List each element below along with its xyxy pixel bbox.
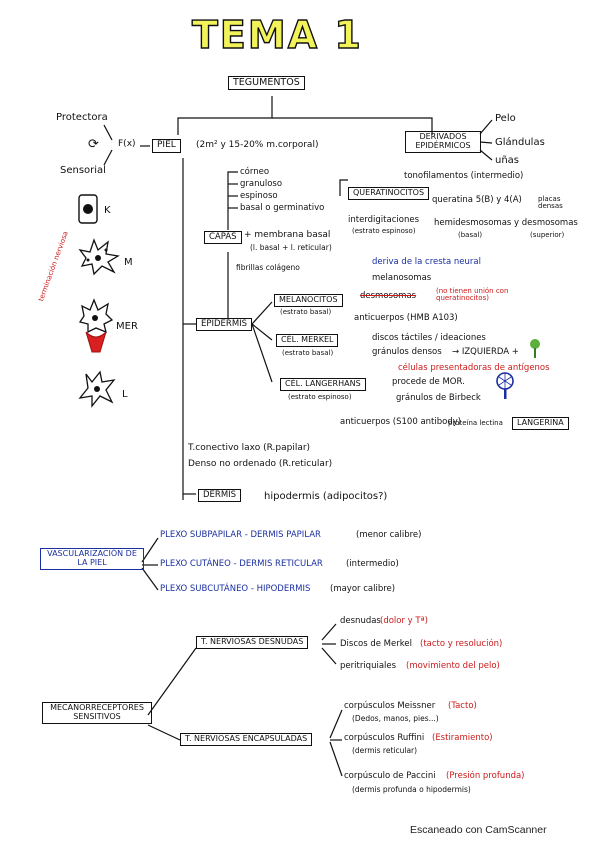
plexo-subpapilar: PLEXO SUBPAPILAR - DERMIS PAPILAR	[160, 530, 321, 540]
tree-icon	[530, 339, 540, 358]
langerhans-cell-icon	[78, 370, 116, 408]
derivado-glandulas: Glándulas	[495, 137, 545, 148]
derivado-pelo: Pelo	[495, 113, 516, 124]
encapsuladas-item-1: corpúsculos Meissner	[344, 701, 436, 711]
melanocitos-anticuerpos: anticuerpos (HMB A103)	[354, 313, 458, 323]
racket-icon	[496, 372, 514, 399]
tc-laxo: T.conectivo laxo (R.papilar)	[188, 443, 311, 453]
capa-granuloso: granuloso	[240, 179, 283, 189]
cell-label-mer: MER	[116, 321, 138, 332]
epidermis-box: EPIDERMIS	[196, 318, 253, 332]
svg-text:TEMA 14: TEMA 14	[192, 13, 360, 54]
piel-note: (2m² y 15-20% m.corporal)	[196, 140, 319, 150]
melanocyte-icon	[78, 238, 120, 276]
hipodermis: hipodermis (adipocitos?)	[264, 491, 388, 502]
dermis-box: DERMIS	[198, 489, 242, 503]
vascularizacion-box: VASCULARIZACIÓN DE LA PIEL	[40, 548, 144, 570]
desnudas-item-2: Discos de Merkel	[340, 639, 412, 649]
desnudas-item-3: peritriquiales	[340, 661, 397, 671]
merkel-sub: (estrato basal)	[282, 349, 334, 357]
encapsuladas-note-3: (Presión profunda)	[446, 771, 525, 781]
encapsuladas-sub-2: (dermis reticular)	[352, 746, 418, 755]
fibrillas-colageno: fibrillas colágeno	[236, 263, 300, 272]
granulos-densos: gránulos densos	[372, 347, 442, 357]
melanocitos-sub: (estrato basal)	[280, 308, 332, 316]
desnudas-note-2: (tacto y resolución)	[420, 639, 503, 649]
cell-label-l: L	[122, 389, 128, 400]
estrato-espinoso-note: (estrato espinoso)	[352, 227, 416, 235]
encapsuladas-sub-3: (dermis profunda o hipodermis)	[352, 785, 471, 794]
encapsuladas-note-2: (Estiramiento)	[432, 733, 493, 743]
cell-label-m: M	[124, 257, 133, 268]
hemidesmosomas: hemidesmosomas y desmosomas	[434, 218, 578, 228]
sensorial-label: Sensorial	[60, 165, 106, 176]
langerhans-box: CÉL. LANGERHANS	[280, 378, 366, 391]
melanocitos-box: MELANOCITOS	[274, 294, 343, 307]
tegumentos-box: TEGUMENTOS	[228, 76, 305, 91]
piel-box: PIEL	[152, 139, 181, 153]
desnudas-note-3: (movimiento del pelo)	[406, 661, 500, 671]
desmosomas: desmosomas	[360, 291, 417, 301]
discos-tactiles: discos táctiles / ideaciones	[372, 333, 486, 343]
granulos-birbeck: gránulos de Birbeck	[396, 393, 481, 403]
no-tienen-union: (no tienen unión con queratinocitos)	[436, 287, 509, 303]
derivados-box: DERIVADOS EPIDÉRMICOS	[405, 131, 481, 153]
procede-mor: procede de MOR.	[392, 377, 465, 387]
merkel-box: CÉL. MERKEL	[276, 334, 339, 347]
membrana-sub: (l. basal + l. reticular)	[250, 243, 332, 252]
interdigitaciones: interdigitaciones	[348, 215, 419, 225]
membrana-basal: + membrana basal	[244, 230, 331, 240]
langerhans-anticuerpos: anticuerpos (S100 antibody)	[340, 417, 462, 427]
deriva-cresta: deriva de la cresta neural	[372, 257, 481, 267]
desnudas-item-1: desnudas	[340, 616, 381, 626]
keratinocyte-icon	[78, 194, 98, 224]
placas-densas: placas densas	[538, 195, 563, 211]
cycle-icon: ⟳	[88, 137, 99, 152]
fx-label: F(x)	[118, 139, 136, 149]
queratinocitos-box: QUERATINOCITOS	[348, 187, 430, 200]
denso-no-ordenado: Denso no ordenado (R.reticular)	[188, 459, 333, 469]
plexo-cutaneo: PLEXO CUTÁNEO - DERMIS RETICULAR	[160, 559, 323, 569]
queratina: queratina 5(B) y 4(A)	[432, 195, 522, 205]
desnudas-box: T. NERVIOSAS DESNUDAS	[196, 636, 309, 649]
presentadoras-antigenos: células presentadoras de antígenos	[398, 363, 550, 373]
plexo-subcutaneo-note: (mayor calibre)	[330, 584, 396, 594]
proteina-lectina: proteína lectina	[448, 419, 503, 427]
cell-label-k: K	[104, 205, 111, 216]
derivado-unas: uñas	[495, 155, 520, 166]
plexo-subpapilar-note: (menor calibre)	[356, 530, 422, 540]
protectora-label: Protectora	[56, 112, 108, 123]
langerhans-sub: (estrato espinoso)	[288, 393, 352, 401]
basal-note: (basal)	[458, 231, 483, 239]
desnudas-note-1: (dolor y Tª)	[380, 616, 428, 626]
merkel-cell-icon	[78, 298, 114, 353]
superior-note: (superior)	[530, 231, 565, 239]
page-title: TEMA 14	[191, 12, 360, 54]
capa-espinoso: espinoso	[240, 191, 278, 201]
encapsuladas-item-2: corpúsculos Ruffini	[344, 733, 425, 743]
encapsuladas-note-1: (Tacto)	[448, 701, 477, 711]
capa-corneo: córneo	[240, 167, 270, 177]
langerina-box: LANGERINA	[512, 417, 569, 430]
scanner-footer: Escaneado con CamScanner	[410, 824, 547, 836]
encapsuladas-sub-1: (Dedos, manos, pies...)	[352, 714, 439, 723]
izquierda-note: → IZQUIERDA +	[452, 347, 519, 357]
capa-basal: basal o germinativo	[240, 203, 325, 213]
capas-box: CAPAS	[204, 231, 242, 245]
tonofilamentos: tonofilamentos (intermedio)	[404, 171, 524, 181]
melanosomas: melanosomas	[372, 273, 432, 283]
mecanorreceptores-box: MECANORRECEPTORES SENSITIVOS	[42, 702, 152, 724]
encapsuladas-item-3: corpúsculo de Paccini	[344, 771, 436, 781]
plexo-subcutaneo: PLEXO SUBCUTÁNEO - HIPODERMIS	[160, 584, 311, 594]
encapsuladas-box: T. NERVIOSAS ENCAPSULADAS	[180, 733, 313, 746]
plexo-cutaneo-note: (intermedio)	[346, 559, 399, 569]
